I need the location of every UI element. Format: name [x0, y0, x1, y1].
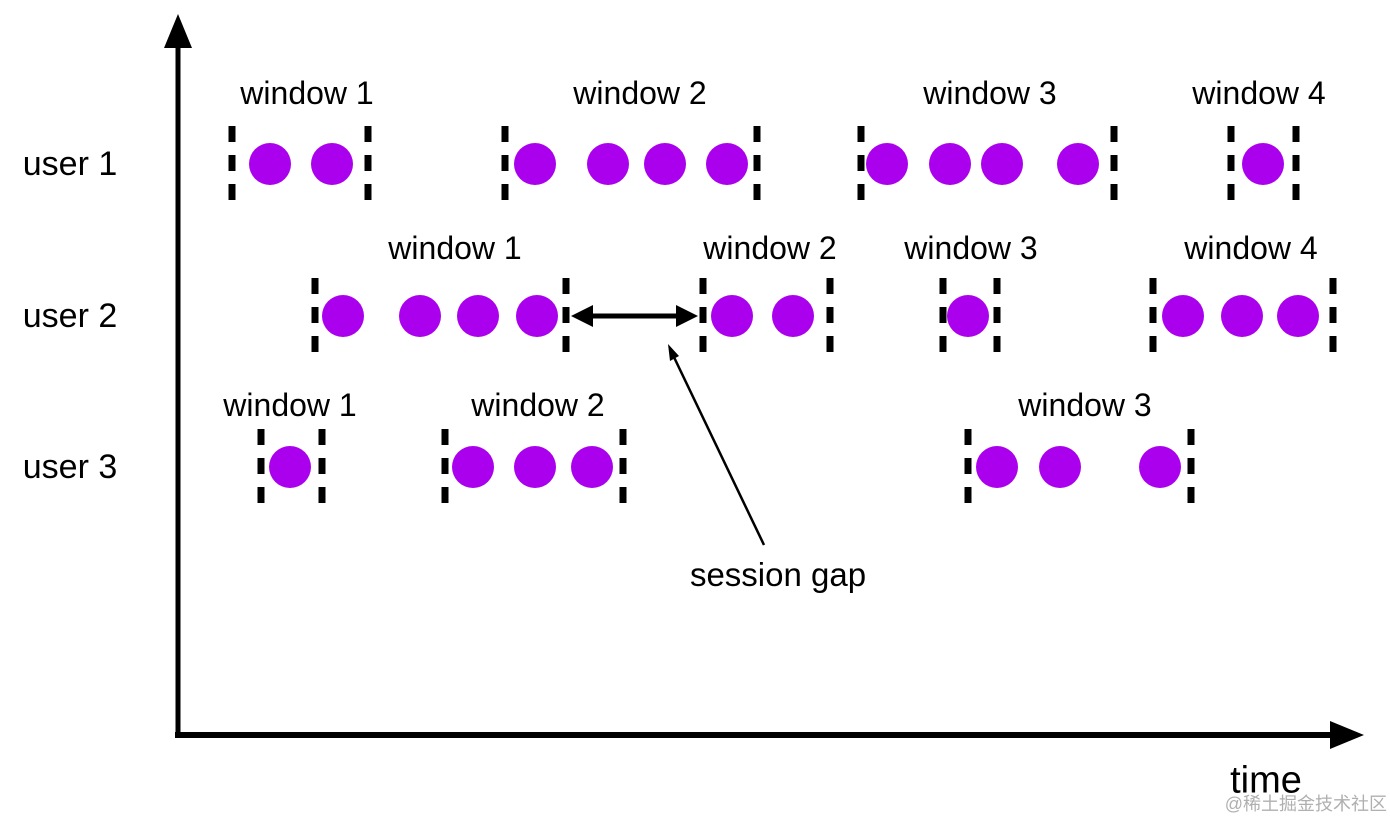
event-dot — [587, 143, 629, 185]
annotation-pointer-arrowhead — [668, 344, 679, 361]
event-dot — [644, 143, 686, 185]
event-dot — [711, 295, 753, 337]
event-dot — [772, 295, 814, 337]
event-dot — [322, 295, 364, 337]
window-label: window 1 — [240, 75, 374, 111]
window-label: window 2 — [703, 230, 837, 266]
event-dot — [249, 143, 291, 185]
window-label: window 3 — [904, 230, 1038, 266]
window-label: window 1 — [388, 230, 522, 266]
annotation-pointer-line — [670, 352, 766, 546]
window-label: window 4 — [1192, 75, 1326, 111]
window-label: window 4 — [1184, 230, 1318, 266]
event-dot — [452, 446, 494, 488]
watermark-text: @稀土掘金技术社区 — [1224, 794, 1387, 814]
event-dot — [947, 295, 989, 337]
event-dot — [457, 295, 499, 337]
time-axis-label: time — [1230, 759, 1302, 802]
event-dot — [866, 143, 908, 185]
event-dot — [311, 143, 353, 185]
session-gap-arrowhead-left — [571, 305, 593, 327]
event-dot — [1242, 143, 1284, 185]
event-dot — [929, 143, 971, 185]
event-dot — [516, 295, 558, 337]
window-label: window 1 — [223, 387, 357, 423]
window-label: window 2 — [471, 387, 605, 423]
event-dot — [1057, 143, 1099, 185]
window-label: window 3 — [923, 75, 1057, 111]
x-axis-arrowhead — [1330, 721, 1364, 749]
window-label: window 3 — [1018, 387, 1152, 423]
session-gap-label: session gap — [689, 556, 867, 593]
window-label: window 2 — [573, 75, 707, 111]
user-label: user 1 — [22, 145, 118, 183]
y-axis-arrowhead — [164, 14, 192, 48]
event-dot — [1139, 446, 1181, 488]
event-dot — [571, 446, 613, 488]
event-dot — [514, 446, 556, 488]
event-dot — [269, 446, 311, 488]
event-dot — [1277, 295, 1319, 337]
event-dot — [399, 295, 441, 337]
user-label: user 2 — [22, 297, 118, 335]
event-dot — [1162, 295, 1204, 337]
event-dot — [1221, 295, 1263, 337]
event-dot — [1039, 446, 1081, 488]
session-gap-arrowhead-right — [676, 305, 698, 327]
event-dot — [514, 143, 556, 185]
user-label: user 3 — [22, 448, 118, 486]
event-dot — [981, 143, 1023, 185]
event-dot — [706, 143, 748, 185]
event-dot — [976, 446, 1018, 488]
